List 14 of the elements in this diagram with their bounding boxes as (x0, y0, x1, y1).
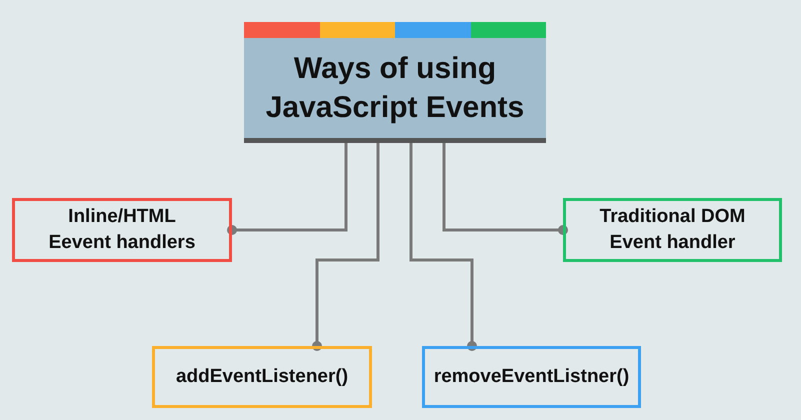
box-label: removeEventListner() (432, 365, 630, 390)
outlined-box (563, 198, 782, 262)
box-label: Inline/HTML Eevent handlers (48, 205, 196, 255)
outlined-box (152, 346, 372, 408)
box-label: Traditional DOM Event handler (598, 205, 746, 255)
title-banner (244, 22, 546, 143)
connector-line (312, 143, 380, 351)
connector-line (410, 143, 477, 351)
connector-line (442, 143, 568, 235)
outlined-box (12, 198, 232, 262)
connector-line (227, 143, 348, 235)
title-text: Ways of using JavaScript Events (264, 51, 526, 126)
outlined-box (422, 346, 641, 408)
box-label: addEventListener() (174, 365, 350, 390)
